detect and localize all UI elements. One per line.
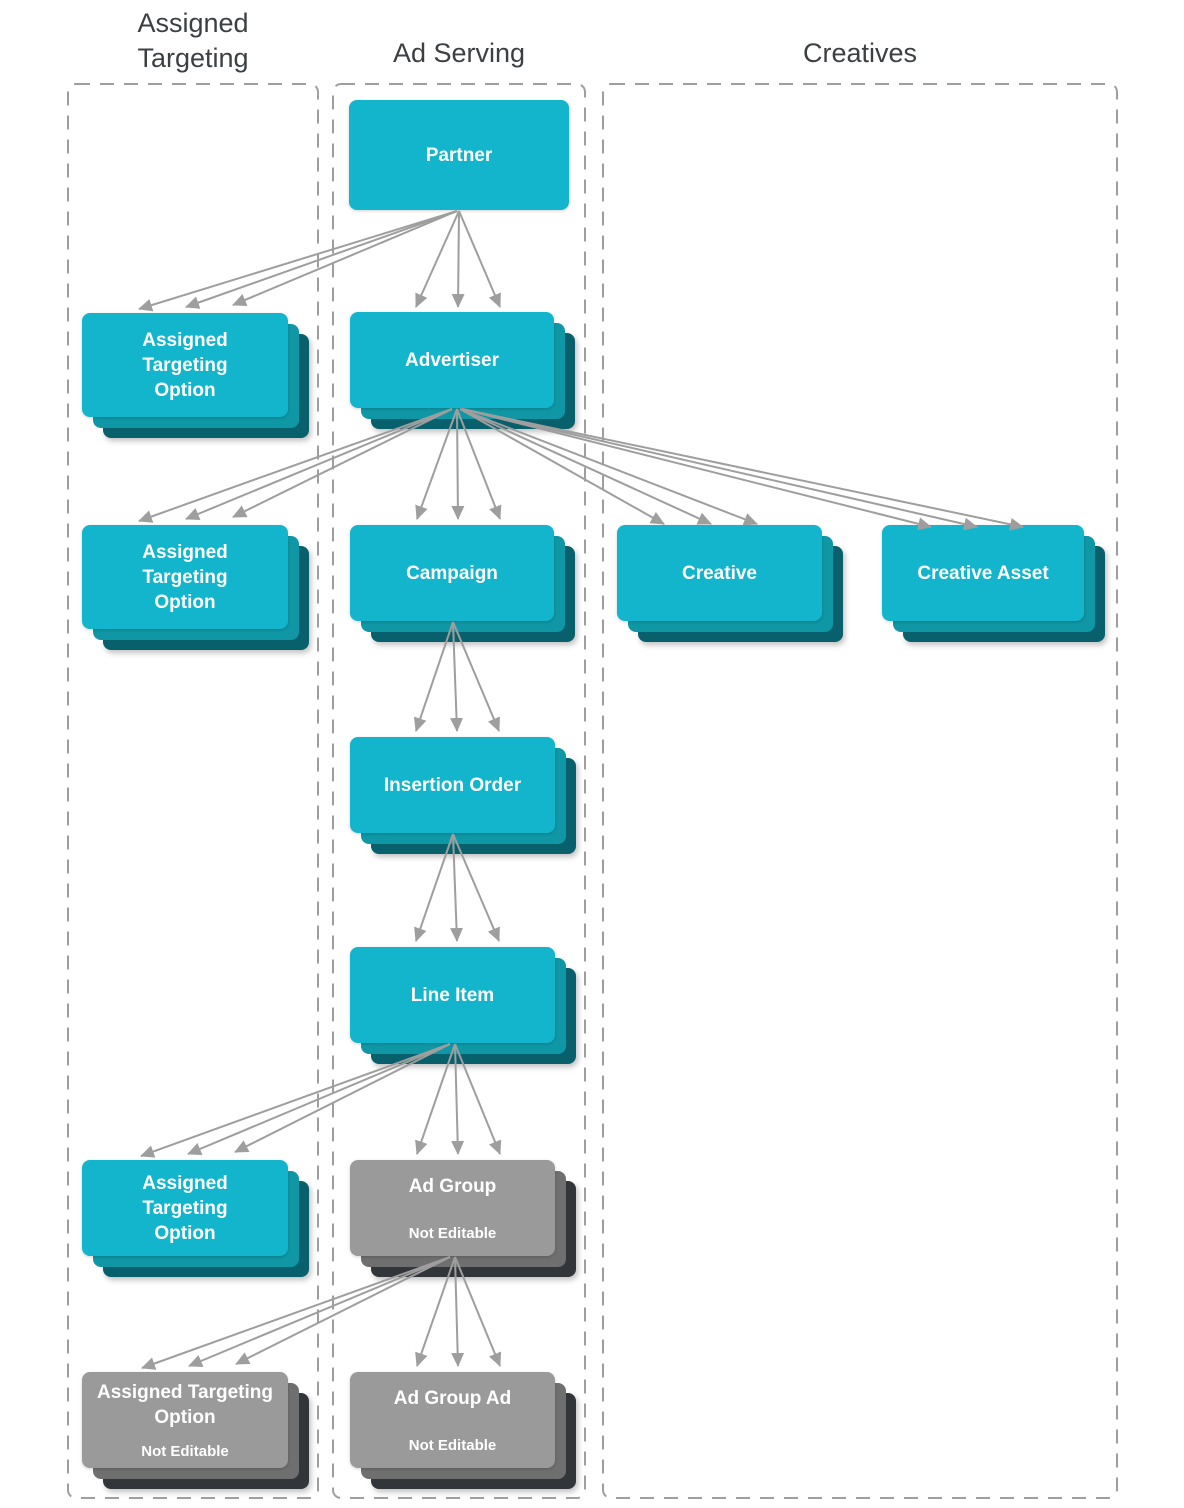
not-editable-tag: Not Editable: [408, 1224, 497, 1242]
node-ad-group-ad: Ad Group Ad Not Editable: [350, 1372, 576, 1489]
node-assigned-targeting-option-ad-group: Assigned Targeting Option Not Editable: [82, 1372, 309, 1489]
column-borders: [67, 83, 1118, 1499]
node-label: Ad Group Ad: [393, 1387, 512, 1409]
node-label: Advertiser: [405, 349, 499, 371]
not-editable-tag: Not Editable: [141, 1442, 229, 1460]
node-label: Partner: [425, 144, 493, 166]
column-title-creatives: Creatives: [603, 36, 1117, 71]
node-ad-group: Ad Group Not Editable: [350, 1160, 576, 1277]
node-label: Assigned Targeting Option: [142, 329, 228, 401]
node-campaign: Campaign: [350, 525, 575, 642]
column-title-assigned-targeting: Assigned Targeting: [68, 6, 318, 76]
node-label: Ad Group: [408, 1175, 497, 1197]
node-assigned-targeting-option-partner: Assigned Targeting Option: [82, 313, 309, 438]
node-label: Campaign: [406, 562, 498, 584]
node-label: Assigned Targeting Option: [142, 541, 228, 613]
node-assigned-targeting-option-line-item: Assigned Targeting Option: [82, 1160, 309, 1277]
node-line-item: Line Item: [350, 947, 576, 1064]
node-label: Creative: [682, 562, 757, 584]
column-title-text: Creatives: [802, 38, 918, 68]
node-partner: Partner: [349, 100, 569, 210]
node-insertion-order: Insertion Order: [350, 737, 576, 854]
column-title-text: Ad Serving: [392, 38, 526, 68]
column-title-text: Assigned Targeting: [137, 8, 249, 73]
not-editable-tag: Not Editable: [408, 1436, 497, 1454]
node-label: Insertion Order: [383, 774, 522, 796]
node-label: Assigned Targeting Option: [142, 1172, 228, 1244]
node-label: Assigned Targeting Option: [97, 1381, 273, 1428]
node-creative-asset: Creative Asset: [882, 525, 1105, 642]
node-assigned-targeting-option-advertiser: Assigned Targeting Option: [82, 525, 309, 650]
node-creative: Creative: [617, 525, 843, 642]
column-title-ad-serving: Ad Serving: [333, 36, 585, 71]
node-label: Creative Asset: [917, 562, 1049, 584]
node-label: Line Item: [410, 984, 495, 1006]
node-advertiser: Advertiser: [350, 312, 575, 429]
